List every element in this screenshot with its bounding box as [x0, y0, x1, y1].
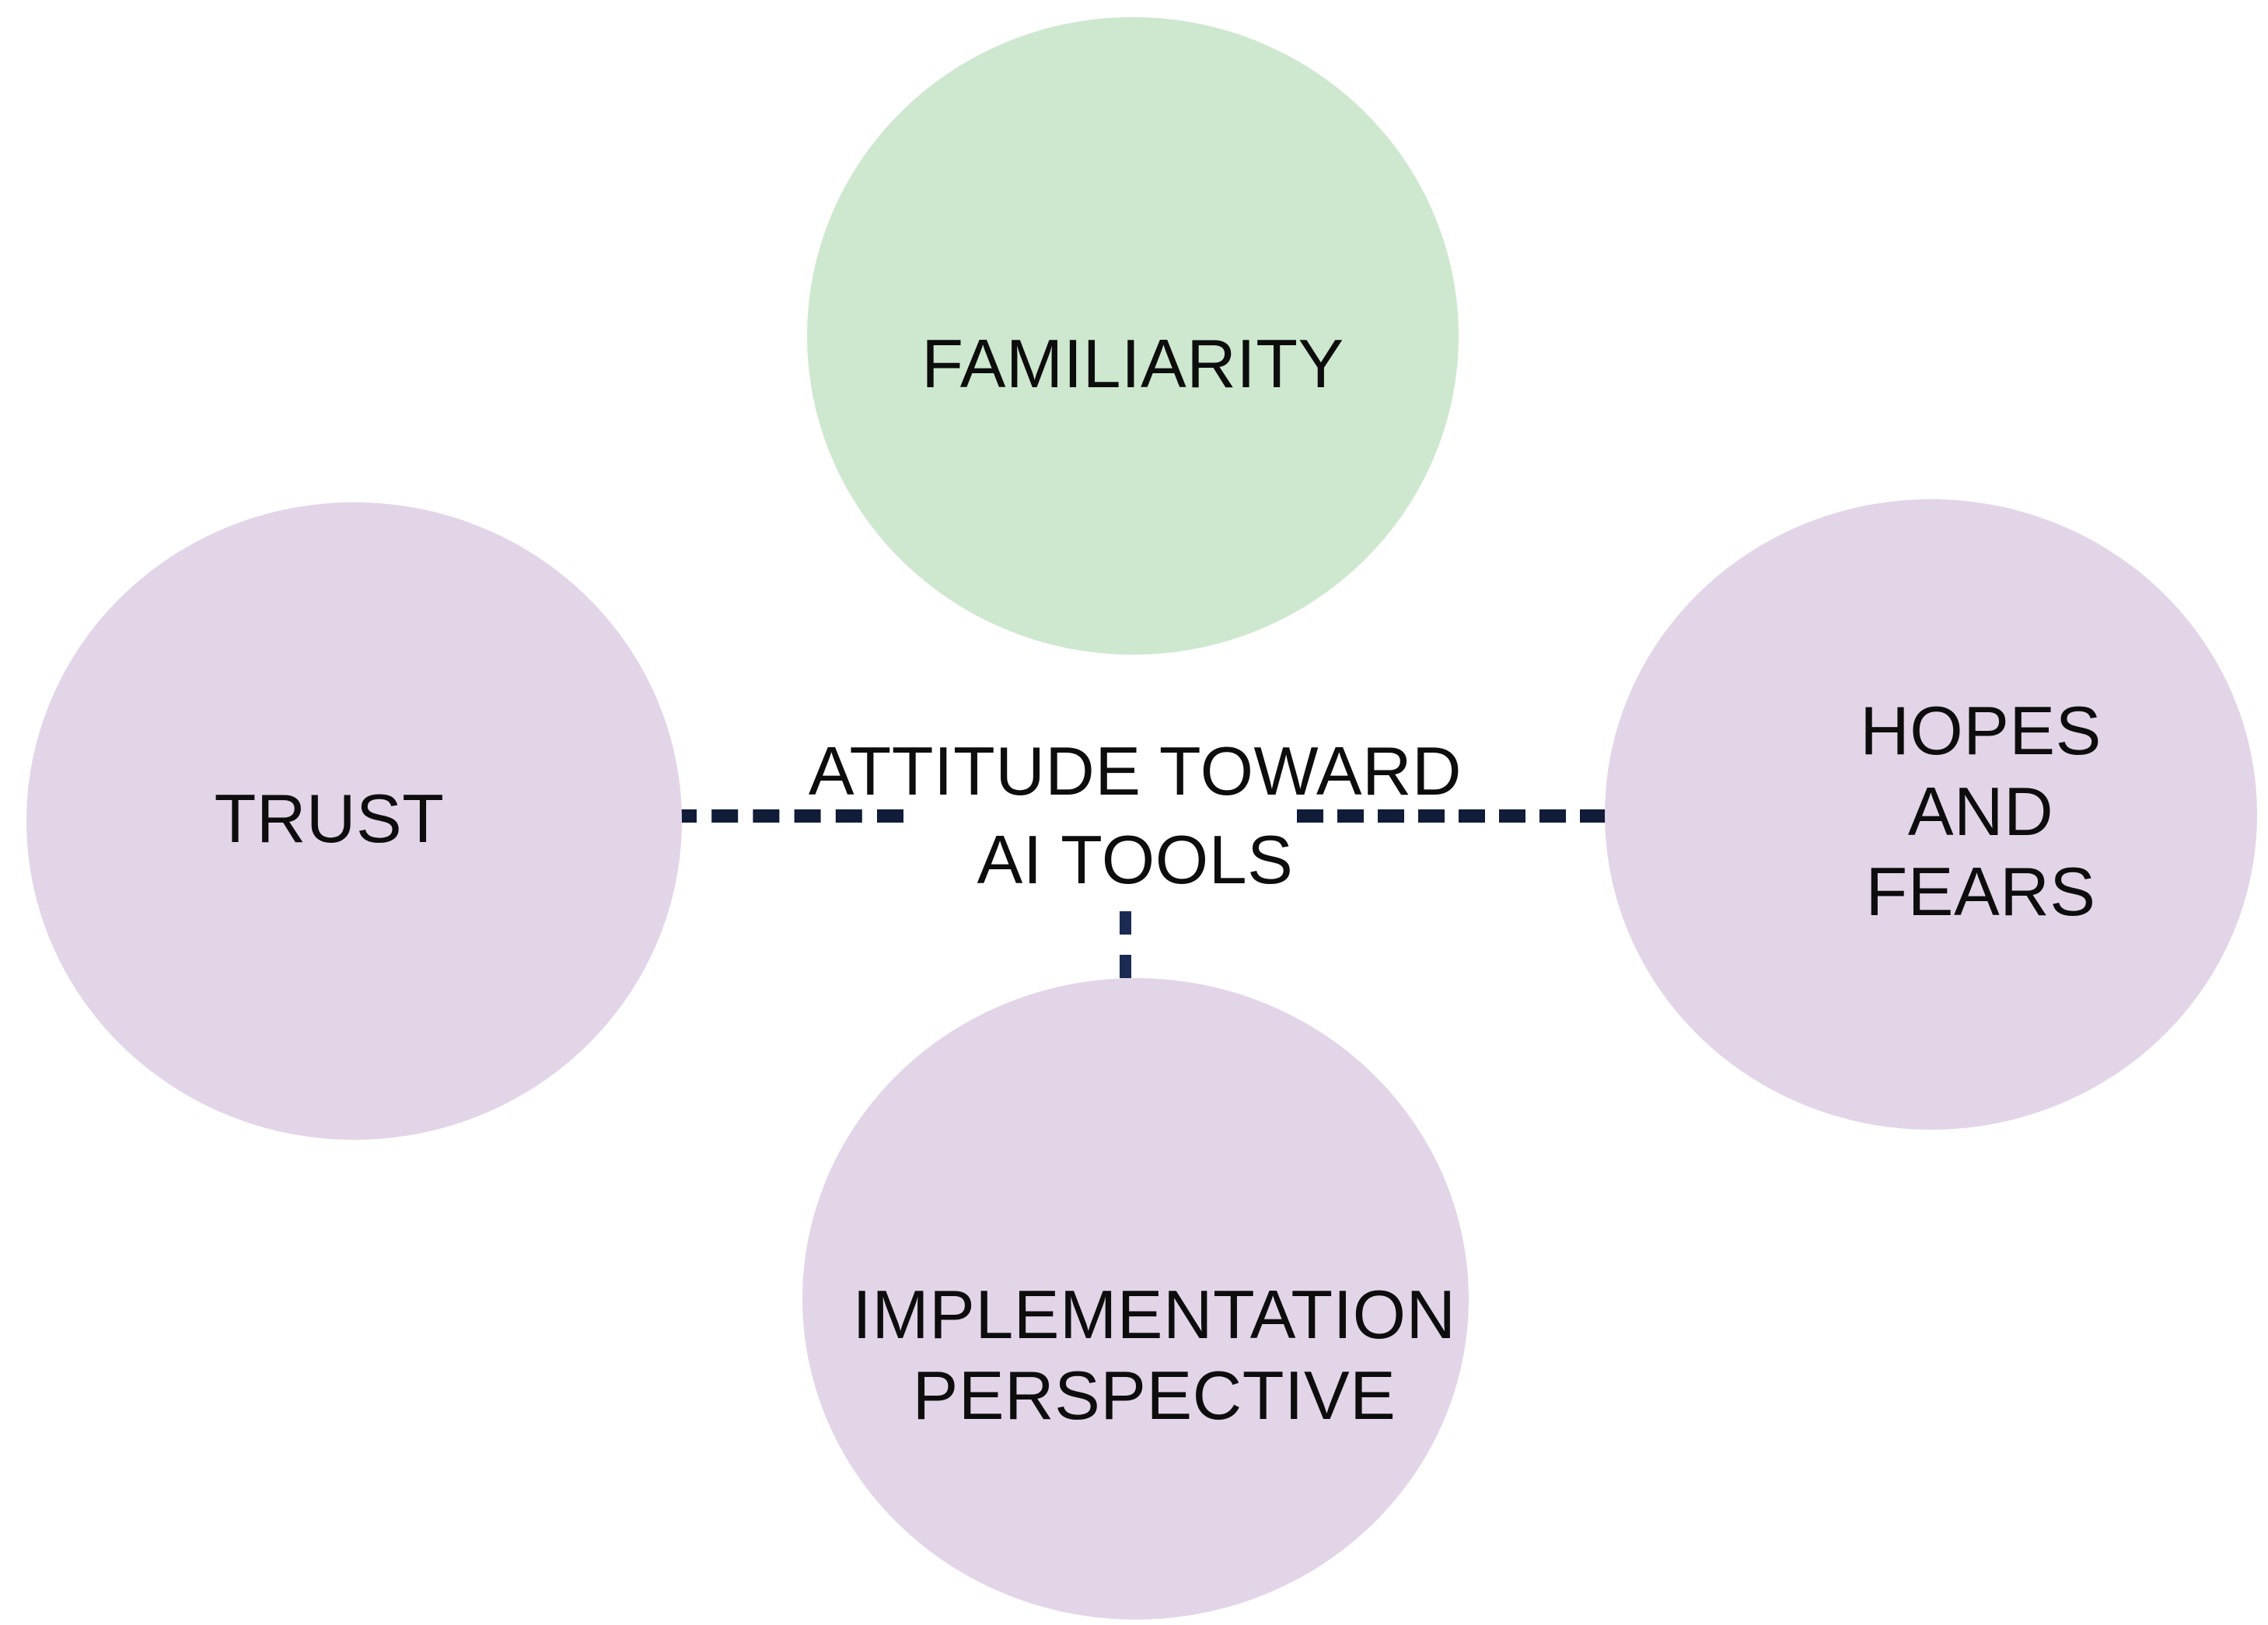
node-familiarity[interactable]: FAMILIARITY	[807, 17, 1459, 655]
connector-center-to-hopes-and-fears	[1297, 809, 1606, 823]
node-hopes-and-fears[interactable]: HOPES AND FEARS	[1605, 499, 2257, 1130]
node-trust-label: TRUST	[214, 780, 445, 858]
connector-center-to-implementation-perspective	[1120, 911, 1131, 978]
node-familiarity-label: FAMILIARITY	[921, 325, 1344, 403]
node-trust[interactable]: TRUST	[26, 502, 682, 1140]
node-hopes-and-fears-label: HOPES AND FEARS	[1860, 691, 2102, 931]
connector-center-to-trust	[670, 809, 903, 823]
node-implementation-perspective-label: IMPLEMENTATION PERSPECTIVE	[852, 1275, 1456, 1434]
center-hub-label: ATTITUDE TOWARD AI TOOLS	[808, 732, 1462, 899]
node-implementation-perspective[interactable]: IMPLEMENTATION PERSPECTIVE	[802, 978, 1469, 1620]
